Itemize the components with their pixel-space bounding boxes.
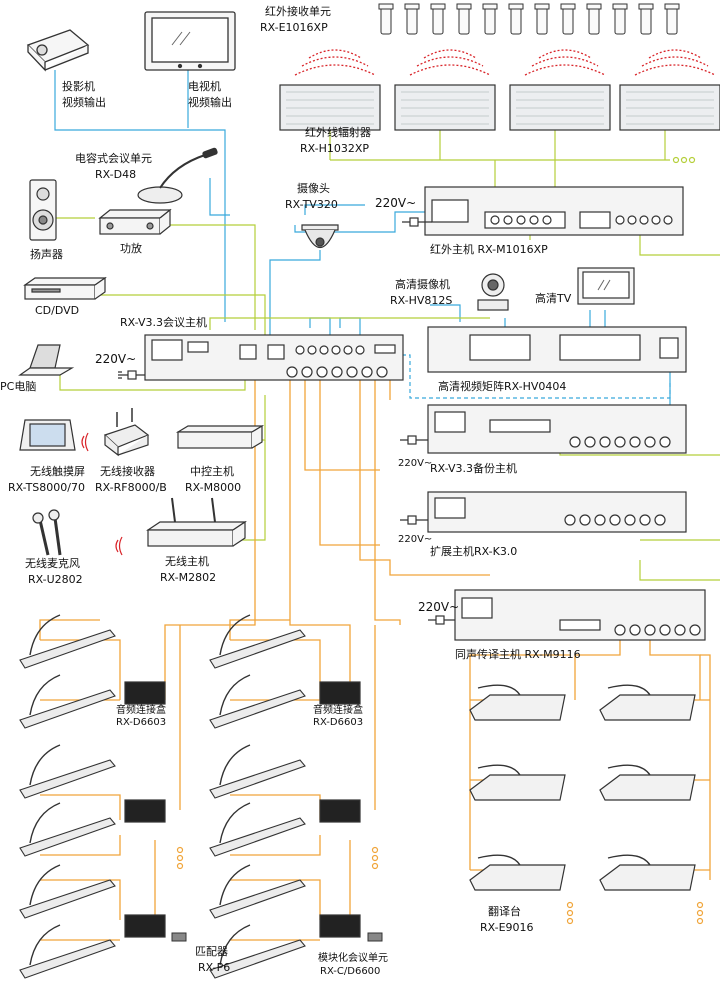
hd-tv-label: 高清TV — [535, 292, 572, 305]
pc-label: PC电脑 — [0, 380, 37, 393]
modular-unit-mics — [29, 614, 251, 966]
ir-host-label: 红外主机 RX-M1016XP — [430, 243, 548, 256]
audio-connection-boxes — [124, 681, 361, 938]
main-host-power-plug — [118, 370, 145, 380]
interpreter-desk-model: RX-E9016 — [480, 921, 534, 934]
wireless-host-label: 无线主机 — [165, 555, 209, 568]
hd-camera-model: RX-HV812S — [390, 294, 453, 307]
hd-camera-label: 高清摄像机 — [395, 278, 450, 291]
dashed-link — [395, 354, 671, 399]
ir-host-device — [424, 186, 684, 236]
backup-host-power-plug — [400, 435, 428, 445]
expansion-host-power-label: 220V~ — [398, 534, 433, 545]
main-host-label: RX-V3.3会议主机 — [120, 316, 207, 329]
touch-screen-label: 无线触摸屏 — [30, 465, 85, 478]
capacitive-unit-label: 电容式会议单元 — [75, 152, 152, 165]
central-control-icon — [175, 424, 265, 449]
chain-end-dots — [176, 846, 704, 925]
ir-radiator-model: RX-H1032XP — [300, 142, 370, 155]
conference-lines — [39, 370, 711, 941]
cd-dvd-icon — [23, 276, 107, 300]
expansion-host-power-plug — [400, 515, 428, 525]
si-host-power-label: 220V~ — [418, 600, 460, 614]
modular-units-left — [19, 629, 116, 979]
ir-radiators — [279, 84, 720, 131]
expansion-host-label: 扩展主机RX-K3.0 — [430, 545, 518, 558]
interpreter-desk-label: 翻译台 — [488, 905, 521, 918]
audio-box-model-2: RX-D6603 — [313, 717, 364, 728]
interpreter-desks — [469, 694, 696, 891]
touch-screen-icon — [19, 419, 76, 451]
wireless-host-model: RX-M2802 — [160, 571, 217, 584]
touch-screen-model: RX-TS8000/70 — [8, 481, 85, 494]
backup-host-power-label: 220V~ — [398, 458, 433, 469]
speaker-label: 扬声器 — [30, 248, 63, 261]
central-control-model: RX-M8000 — [185, 481, 242, 494]
interpreter-desk-mics — [477, 684, 651, 866]
projector-sub-label: 视频输出 — [62, 96, 106, 109]
ir-end-dots — [672, 156, 696, 164]
ir-receiver-model: RX-E1016XP — [260, 21, 328, 34]
matcher-label: 匹配器 — [195, 945, 228, 958]
central-control-label: 中控主机 — [190, 465, 234, 478]
ir-receivers — [378, 3, 680, 35]
camera-icon — [301, 224, 339, 249]
main-host-device — [144, 334, 404, 381]
tv-label: 电视机 — [188, 80, 221, 93]
backup-host-label: RX-V3.3备份主机 — [430, 462, 517, 475]
hd-matrix-device — [427, 326, 687, 373]
modular-units-right — [209, 629, 306, 979]
capacitive-unit-icon — [137, 147, 218, 204]
wireless-host-icon — [146, 497, 247, 547]
wireless-receiver-model: RX-RF8000/B — [95, 481, 167, 494]
projector-icon — [26, 29, 90, 72]
ir-radiator-label: 红外线辐射器 — [305, 126, 371, 139]
backup-host-device — [427, 404, 687, 454]
camera-label: 摄像头 — [297, 182, 330, 195]
wireless-mic-label: 无线麦克风 — [25, 557, 80, 570]
ir-host-power-label: 220V~ — [375, 196, 417, 210]
amplifier-icon — [98, 208, 172, 235]
tv-icon — [144, 11, 236, 71]
ir-radiator-grid — [286, 91, 714, 125]
si-host-label: 同声传译主机 RX-M9116 — [455, 648, 581, 661]
matcher-model: RX-P6 — [198, 961, 231, 974]
si-host-device — [454, 589, 706, 641]
wireless-mic-model: RX-U2802 — [28, 573, 83, 586]
ir-host-power-plug — [402, 217, 432, 227]
pc-laptop-icon — [18, 344, 75, 376]
amplifier-label: 功放 — [120, 242, 142, 255]
cd-dvd-label: CD/DVD — [35, 304, 80, 317]
matcher-plugs — [171, 932, 383, 942]
hd-camera-icon — [477, 273, 509, 311]
hd-tv-icon — [577, 267, 635, 305]
expansion-host-device — [427, 491, 687, 533]
ir-waves — [294, 49, 716, 76]
capacitive-unit-model: RX-D48 — [95, 168, 137, 181]
modular-unit-model: RX-C/D6600 — [320, 966, 381, 977]
projector-label: 投影机 — [62, 80, 95, 93]
wireless-signal-icon — [81, 432, 123, 556]
audio-box-label-1: 音频连接盒 — [116, 705, 166, 716]
si-host-power-plug — [428, 615, 455, 625]
audio-lines — [50, 130, 720, 581]
ir-receiver-label: 红外接收单元 — [265, 5, 331, 18]
hd-matrix-label: 高清视频矩阵RX-HV0404 — [438, 380, 567, 393]
audio-box-model-1: RX-D6603 — [116, 717, 167, 728]
main-host-power-label: 220V~ — [95, 352, 137, 366]
tv-sub-label: 视频输出 — [188, 96, 232, 109]
camera-model: RX-TV320 — [285, 198, 338, 211]
speaker-icon — [29, 179, 57, 241]
audio-box-label-2: 音频连接盒 — [313, 705, 363, 716]
wireless-mic-icon — [32, 509, 62, 556]
wireless-receiver-label: 无线接收器 — [100, 465, 155, 478]
wireless-receiver-icon — [103, 408, 150, 457]
modular-unit-label: 模块化会议单元 — [318, 953, 388, 964]
